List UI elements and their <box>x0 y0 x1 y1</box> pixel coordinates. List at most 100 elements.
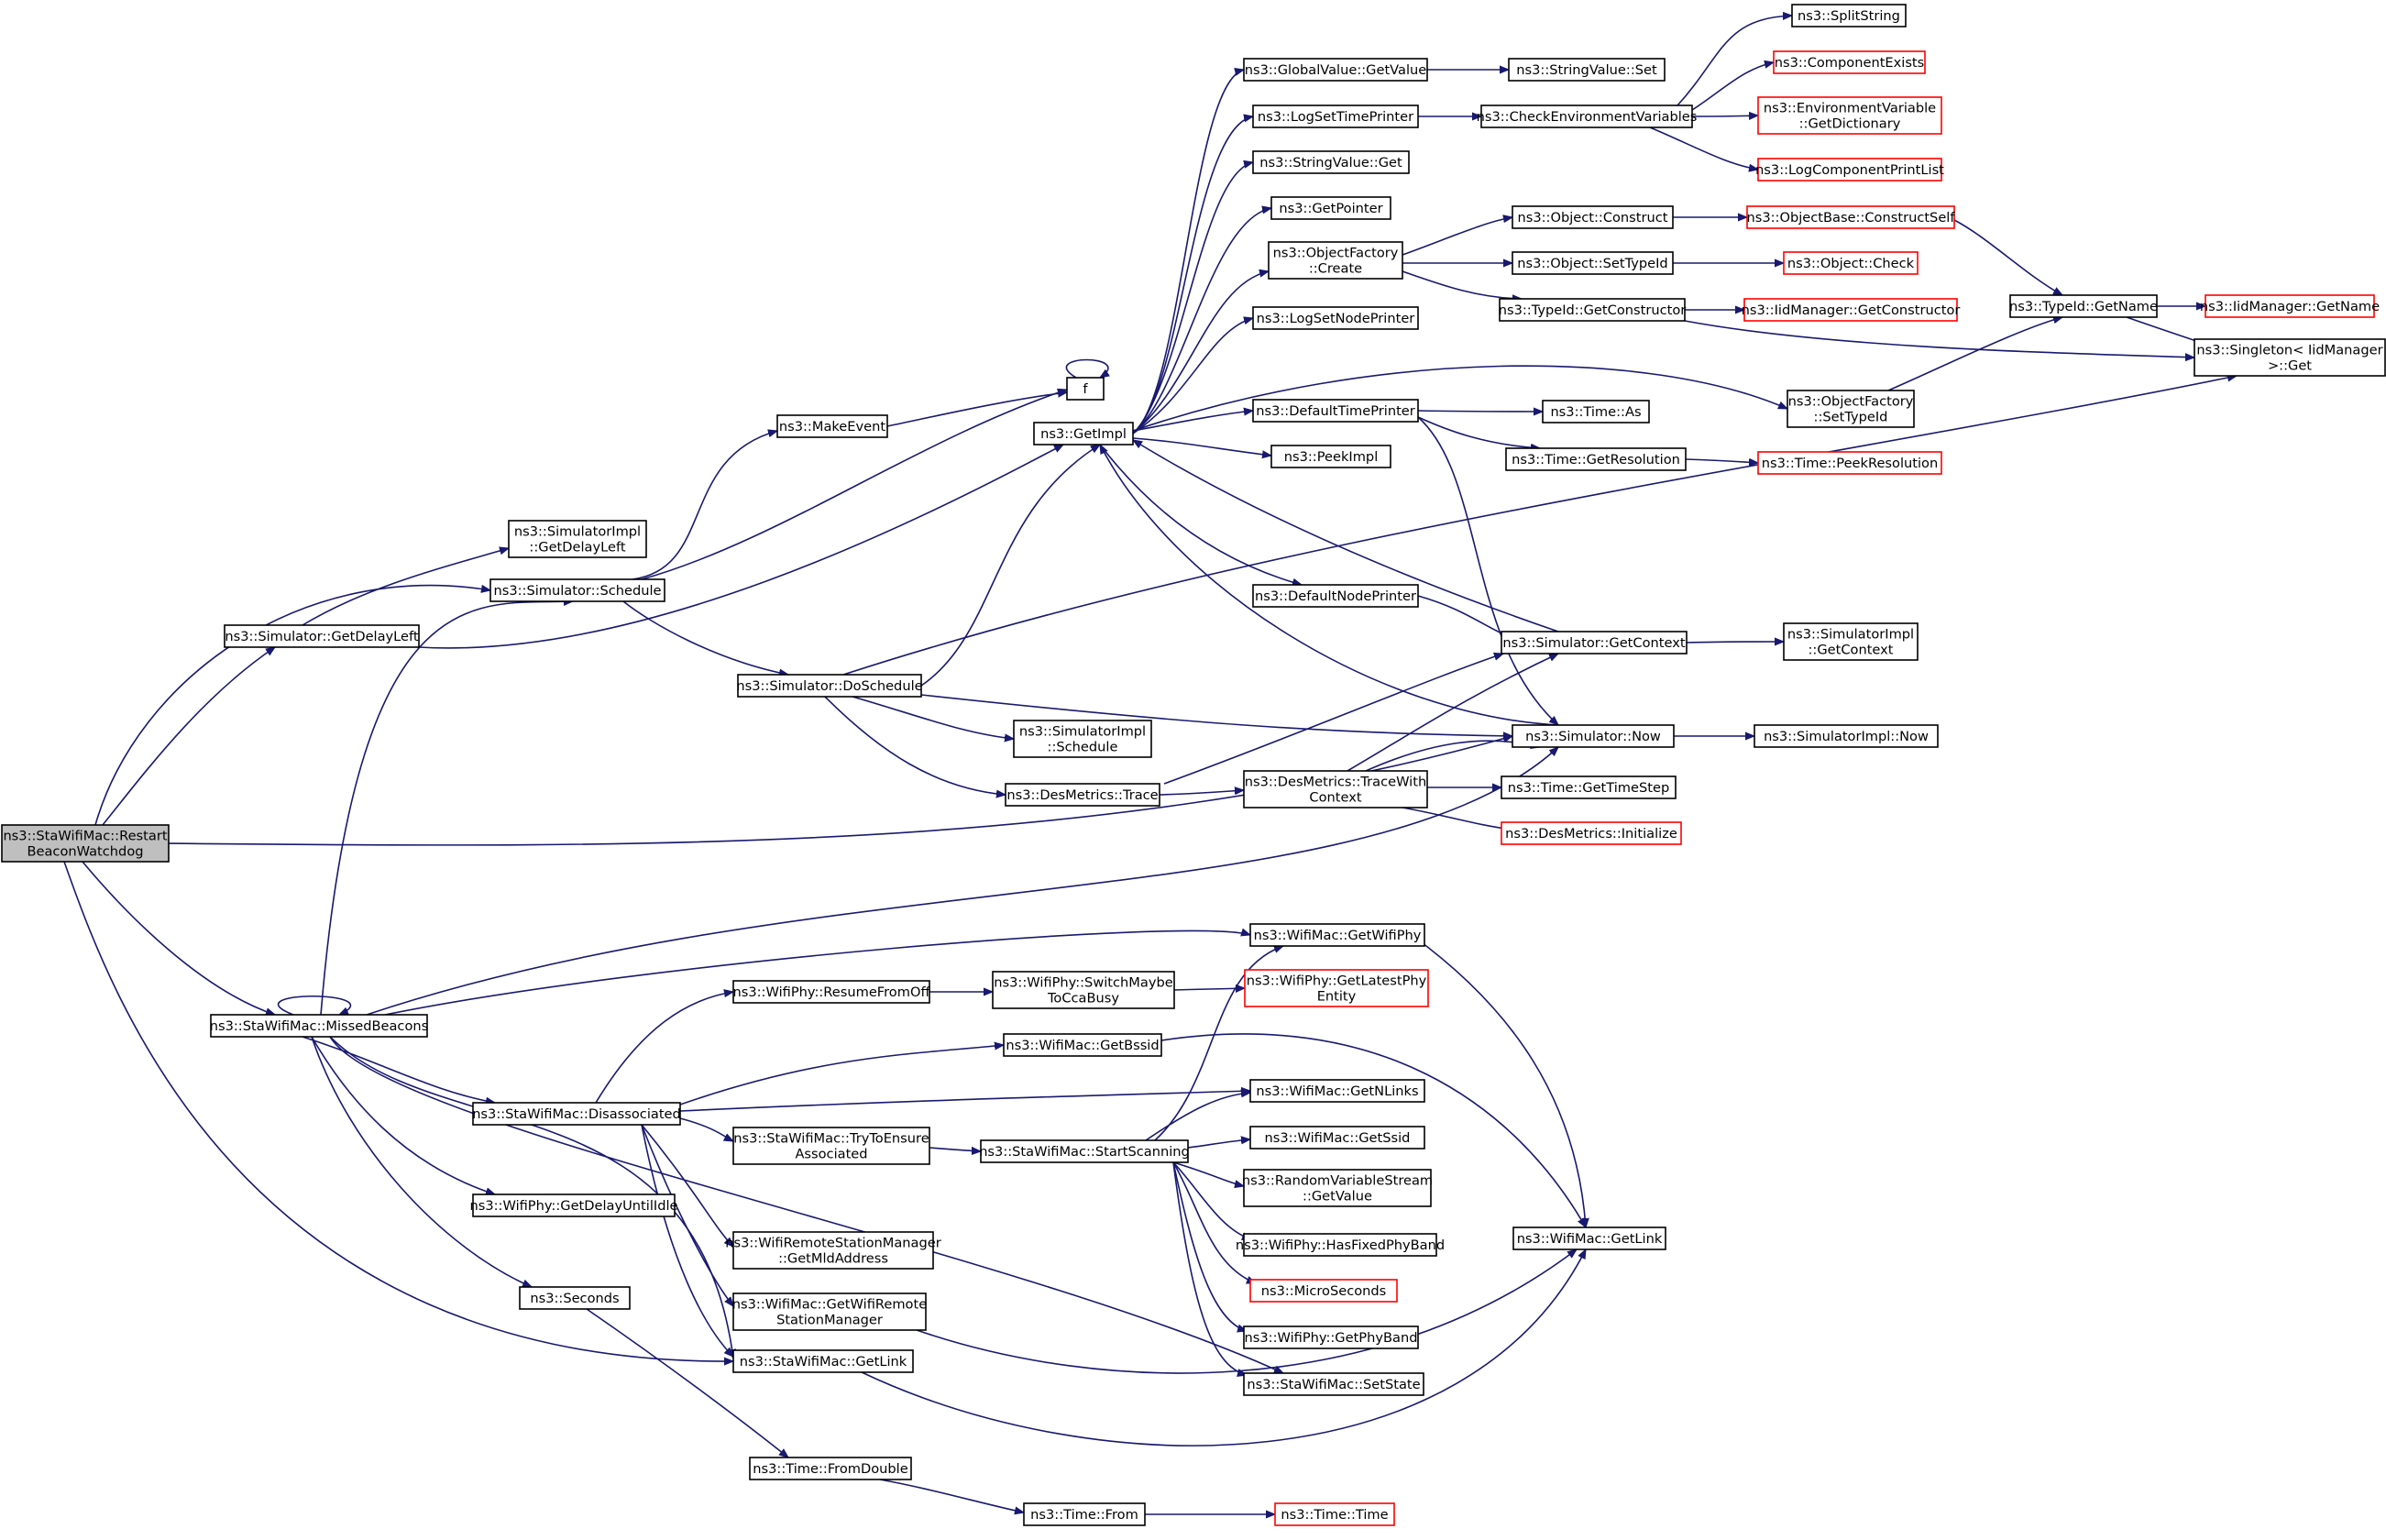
edge-to-stawifimac_getlink <box>329 1036 733 1358</box>
edge-to-getimpl <box>418 444 1063 649</box>
node-object-check[interactable]: ns3::Object::Check <box>1783 251 1919 275</box>
node-getimpl[interactable]: ns3::GetImpl <box>1033 422 1134 446</box>
node-typeid-getconstructor[interactable]: ns3::TypeId::GetConstructor <box>1499 298 1687 322</box>
node-box <box>1743 298 1958 322</box>
node-box <box>1512 1226 1666 1250</box>
node-label: StationManager <box>776 1313 883 1328</box>
node-defaultnodeprinter[interactable]: ns3::DefaultNodePrinter <box>1252 584 1419 608</box>
node-time-gettimestep[interactable]: ns3::Time::GetTimeStep <box>1501 776 1677 799</box>
node-logsetnodeprinter[interactable]: ns3::LogSetNodePrinter <box>1252 306 1419 330</box>
node-stawifimac-getlink[interactable]: ns3::StaWifiMac::GetLink <box>732 1349 914 1373</box>
node-getnlinks[interactable]: ns3::WifiMac::GetNLinks <box>1249 1079 1425 1103</box>
node-box <box>2205 294 2375 318</box>
edge-to-getnlinks <box>679 1091 1250 1112</box>
node-seconds[interactable]: ns3::Seconds <box>519 1286 631 1310</box>
node-box <box>1249 1079 1425 1103</box>
node-simimpl-getdelayleft[interactable]: ns3::SimulatorImpl::GetDelayLeft <box>508 520 647 558</box>
node-simimpl-getcontext[interactable]: ns3::SimulatorImpl::GetContext <box>1783 622 1919 661</box>
node-box <box>2194 338 2386 377</box>
node-envvar-getdict[interactable]: ns3::EnvironmentVariable::GetDictionary <box>1757 96 1942 135</box>
node-globalvalue-getvalue[interactable]: ns3::GlobalValue::GetValue <box>1243 58 1428 82</box>
node-time-fromdouble[interactable]: ns3::Time::FromDouble <box>749 1457 912 1480</box>
node-box <box>2009 294 2158 318</box>
node-object-construct[interactable]: ns3::Object::Construct <box>1512 205 1674 229</box>
node-getbssid[interactable]: ns3::WifiMac::GetBssid <box>1003 1033 1162 1057</box>
node-box <box>1757 451 1942 475</box>
node-iidmanager-getname[interactable]: ns3::IidManager::GetName <box>2200 294 2380 318</box>
node-label: ns3::DefaultTimePrinter <box>1256 403 1415 419</box>
node-box <box>1274 1502 1395 1526</box>
node-object-settypeid[interactable]: ns3::Object::SetTypeId <box>1512 251 1674 275</box>
node-missedbeacons[interactable]: ns3::StaWifiMac::MissedBeacons <box>210 1014 428 1038</box>
node-resumefromoff[interactable]: ns3::WifiPhy::ResumeFromOff <box>732 980 931 1004</box>
node-getpointer[interactable]: ns3::GetPointer <box>1270 196 1391 220</box>
node-label: ns3::SimulatorImpl <box>1019 724 1146 740</box>
node-stringvalue-get[interactable]: ns3::StringValue::Get <box>1252 150 1410 174</box>
node-setstate[interactable]: ns3::StaWifiMac::SetState <box>1243 1372 1424 1396</box>
node-getmldaddress[interactable]: ns3::WifiRemoteStationManager::GetMldAdd… <box>725 1231 941 1270</box>
node-desmetrics-initialize[interactable]: ns3::DesMetrics::Initialize <box>1501 821 1682 845</box>
node-makeevent[interactable]: ns3::MakeEvent <box>776 414 888 438</box>
node-simimpl-now[interactable]: ns3::SimulatorImpl::Now <box>1754 724 1939 748</box>
node-typeid-getname[interactable]: ns3::TypeId::GetName <box>2009 294 2158 318</box>
node-time-from[interactable]: ns3::Time::From <box>1023 1502 1146 1526</box>
node-time-getresolution[interactable]: ns3::Time::GetResolution <box>1505 447 1687 471</box>
node-sim-now[interactable]: ns3::Simulator::Now <box>1512 724 1675 748</box>
node-objectbase-constructself[interactable]: ns3::ObjectBase::ConstructSelf <box>1746 205 1956 229</box>
node-microseconds[interactable]: ns3::MicroSeconds <box>1249 1279 1398 1303</box>
node-peekimpl[interactable]: ns3::PeekImpl <box>1270 445 1391 468</box>
node-singleton-get[interactable]: ns3::Singleton< IidManager>::Get <box>2194 338 2386 377</box>
node-sim-getdelayleft[interactable]: ns3::Simulator::GetDelayLeft <box>224 624 420 648</box>
node-simimpl-schedule[interactable]: ns3::SimulatorImpl::Schedule <box>1013 720 1152 758</box>
node-box <box>1501 821 1682 845</box>
node-getwifiremote[interactable]: ns3::WifiMac::GetWifiRemoteStationManage… <box>732 1292 927 1331</box>
node-f[interactable]: f <box>1066 377 1105 401</box>
node-startscanning[interactable]: ns3::StaWifiMac::StartScanning <box>979 1139 1190 1163</box>
node-box <box>732 1292 927 1331</box>
node-getphyband[interactable]: ns3::WifiPhy::GetPhyBand <box>1243 1326 1419 1349</box>
node-label: ns3::Simulator::Now <box>1525 729 1661 744</box>
node-getwifiphy[interactable]: ns3::WifiMac::GetWifiPhy <box>1249 923 1425 947</box>
node-label: ns3::SimulatorImpl::Now <box>1764 729 1929 744</box>
node-stringvalue-set[interactable]: ns3::StringValue::Set <box>1508 58 1666 82</box>
node-time-peekresolution[interactable]: ns3::Time::PeekResolution <box>1757 451 1942 475</box>
node-box <box>1501 631 1688 654</box>
node-splitstring[interactable]: ns3::SplitString <box>1791 4 1907 28</box>
node-objectfactory-settypeid[interactable]: ns3::ObjectFactory::SetTypeId <box>1787 390 1915 428</box>
node-sim-getcontext[interactable]: ns3::Simulator::GetContext <box>1501 631 1688 654</box>
node-label: ns3::WifiPhy::HasFixedPhyBand <box>1236 1238 1445 1253</box>
node-desmetrics-trace[interactable]: ns3::DesMetrics::Trace <box>1005 783 1160 807</box>
node-rvs-getvalue[interactable]: ns3::RandomVariableStream::GetValue <box>1242 1169 1433 1207</box>
node-time-as[interactable]: ns3::Time::As <box>1542 400 1650 424</box>
node-defaulttimeprinter[interactable]: ns3::DefaultTimePrinter <box>1252 399 1419 423</box>
node-getdelayuntilidle[interactable]: ns3::WifiPhy::GetDelayUntilIdle <box>469 1194 678 1217</box>
node-logcomponentprintlist[interactable]: ns3::LogComponentPrintList <box>1755 158 1944 182</box>
node-label: ns3::Time::GetTimeStep <box>1508 780 1669 796</box>
node-box <box>1783 622 1919 661</box>
node-label: ns3::StaWifiMac::TryToEnsure <box>733 1131 929 1147</box>
node-box <box>1508 58 1666 82</box>
node-sim-schedule[interactable]: ns3::Simulator::Schedule <box>489 578 665 602</box>
edge-to-defaultnodeprinter <box>1099 444 1302 585</box>
node-logsettimeprinter[interactable]: ns3::LogSetTimePrinter <box>1252 104 1419 128</box>
edge-to-getssid <box>1187 1139 1250 1149</box>
node-doschedule[interactable]: ns3::Simulator::DoSchedule <box>736 674 923 698</box>
node-label: ns3::WifiMac::GetLink <box>1517 1231 1663 1247</box>
node-box <box>1268 241 1403 280</box>
node-box <box>1 824 170 863</box>
node-disassociated[interactable]: ns3::StaWifiMac::Disassociated <box>472 1102 681 1126</box>
node-label: ns3::WifiPhy::GetLatestPhy <box>1247 974 1427 989</box>
node-getssid[interactable]: ns3::WifiMac::GetSsid <box>1249 1126 1425 1150</box>
node-wifimac-getlink[interactable]: ns3::WifiMac::GetLink <box>1512 1226 1666 1250</box>
node-iidmanager-getconstructor[interactable]: ns3::IidManager::GetConstructor <box>1742 298 1961 322</box>
node-hasfixedphyband[interactable]: ns3::WifiPhy::HasFixedPhyBand <box>1236 1233 1445 1257</box>
node-componentexists[interactable]: ns3::ComponentExists <box>1773 50 1926 74</box>
node-time-time[interactable]: ns3::Time::Time <box>1274 1502 1395 1526</box>
node-objectfactory-create[interactable]: ns3::ObjectFactory::Create <box>1268 241 1403 280</box>
node-checkenv[interactable]: ns3::CheckEnvironmentVariables <box>1477 104 1698 128</box>
